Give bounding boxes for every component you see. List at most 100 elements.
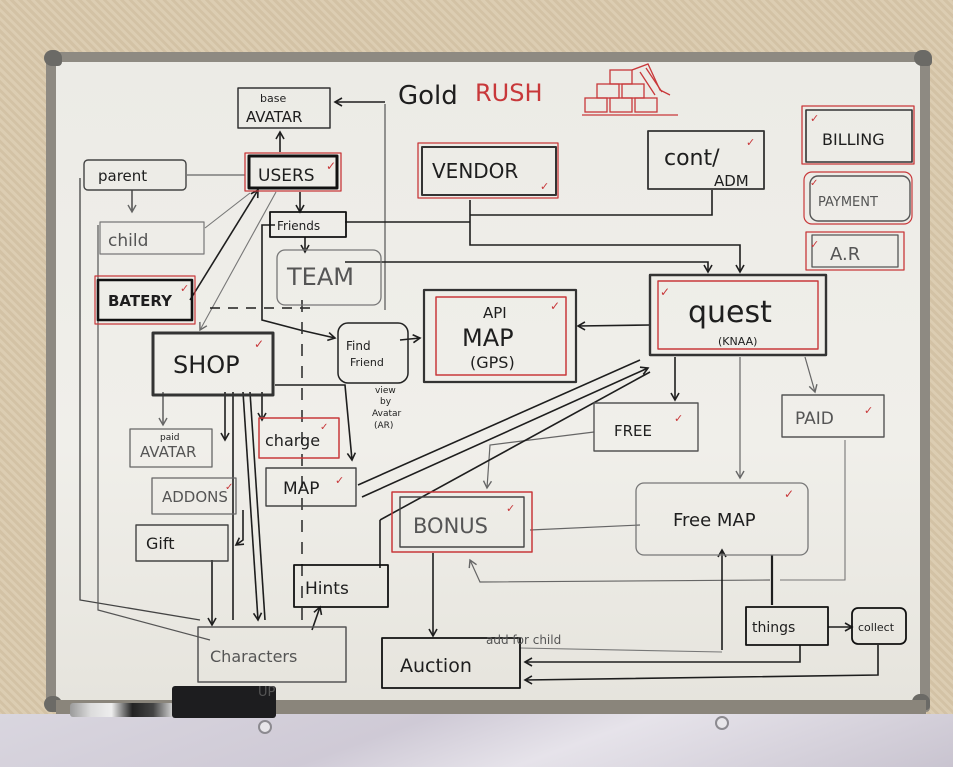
grommet xyxy=(258,720,272,734)
bonus-check: ✓ xyxy=(506,502,515,515)
users-label: USERS xyxy=(258,166,315,186)
box-base-avatar xyxy=(237,87,331,129)
free-check: ✓ xyxy=(674,412,683,425)
cloth-banner xyxy=(0,714,953,767)
frame-corner-cap xyxy=(914,50,932,66)
connectors xyxy=(79,97,879,685)
quest-line1: quest xyxy=(688,295,772,330)
arrow-characters-hints xyxy=(311,605,323,631)
box-find-friends xyxy=(337,322,409,384)
map-quest-rail-1 xyxy=(357,359,641,486)
base-avatar-line1: base xyxy=(260,92,286,105)
battery-check: ✓ xyxy=(180,282,189,295)
team-label: TEAM xyxy=(286,263,354,291)
labels: Gold RUSH base AVATAR USERS ✓ parent chi… xyxy=(98,79,895,700)
payment-check: ✓ xyxy=(810,178,818,189)
map-quest-rail-3 xyxy=(379,371,651,521)
line-paid-down xyxy=(780,440,846,581)
shop-rail-3 xyxy=(249,391,266,621)
line-add-for-child xyxy=(519,647,723,653)
arrow-find-apimap xyxy=(399,333,422,344)
billing-check: ✓ xyxy=(810,112,819,125)
view-note-line2: by xyxy=(380,397,392,407)
addons-label: ADDONS xyxy=(162,488,228,506)
friends-label: Friends xyxy=(277,219,320,233)
arrow-to-bonus xyxy=(468,558,771,583)
box-quest xyxy=(648,273,828,357)
api-map-line1: API xyxy=(483,304,507,322)
characters-label: Characters xyxy=(210,647,297,666)
box-hints xyxy=(293,564,389,608)
billing-label: BILLING xyxy=(822,130,885,149)
arrow-collect-auction xyxy=(523,645,879,685)
child-label: child xyxy=(108,231,148,251)
find-friends-line1: Find xyxy=(346,339,371,353)
ar-check: ✓ xyxy=(810,238,819,251)
box-users xyxy=(247,154,339,190)
box-payment-red xyxy=(803,171,913,225)
collect-label: collect xyxy=(858,621,895,634)
grommet xyxy=(715,716,729,730)
board-eraser[interactable] xyxy=(172,686,276,718)
free-map-check: ✓ xyxy=(784,487,794,501)
base-avatar-line2: AVATAR xyxy=(246,108,302,126)
users-check: ✓ xyxy=(326,159,336,173)
box-vendor xyxy=(421,146,557,196)
view-note-line1: view xyxy=(375,386,396,396)
box-characters xyxy=(197,626,347,683)
box-free xyxy=(593,402,699,452)
arrow-things-auction xyxy=(523,645,801,667)
view-note-line4: (AR) xyxy=(374,421,393,431)
box-quest-red xyxy=(657,280,819,350)
title-gold: Gold xyxy=(398,81,458,111)
paid-check: ✓ xyxy=(864,404,873,417)
things-label: things xyxy=(752,620,795,636)
map-check: ✓ xyxy=(335,474,344,487)
arrow-quest-paid xyxy=(804,356,818,394)
map-label: MAP xyxy=(283,479,320,499)
box-api-map xyxy=(422,288,578,384)
arrow-friends-find xyxy=(261,224,337,342)
line-child-users xyxy=(204,192,251,229)
arrow-shop-characters xyxy=(242,391,263,622)
box-paid-avatar xyxy=(129,428,213,468)
cont-adm-line2: ADM xyxy=(714,172,749,190)
auction-label: Auction xyxy=(400,655,472,677)
hints-label: Hints xyxy=(305,579,349,599)
marker-pen[interactable] xyxy=(70,703,174,717)
box-api-map-red xyxy=(435,296,567,376)
parent-label: parent xyxy=(98,167,147,185)
box-shop xyxy=(151,331,275,397)
paid-label: PAID xyxy=(795,409,834,429)
up-note: UP xyxy=(258,685,276,700)
box-ar xyxy=(811,234,899,268)
box-battery-red xyxy=(94,275,196,325)
box-payment xyxy=(809,175,911,222)
api-map-line3: (GPS) xyxy=(470,353,515,372)
arrow-quest-apimap xyxy=(576,321,651,331)
paid-avatar-line1: paid xyxy=(160,433,179,443)
arrow-users-shop xyxy=(199,191,277,332)
box-cont-adm xyxy=(647,130,765,190)
box-map xyxy=(265,467,357,507)
box-battery xyxy=(96,278,194,322)
box-charge xyxy=(258,417,340,459)
arrow-addons-gift xyxy=(234,510,245,546)
find-friends-line2: Friend xyxy=(350,356,384,369)
line-cont-adm xyxy=(470,190,713,216)
ar-label: A.R xyxy=(830,244,860,265)
addons-check: ✓ xyxy=(225,482,233,493)
title-rush: RUSH xyxy=(475,79,543,107)
paid-avatar-line2: AVATAR xyxy=(140,443,196,461)
free-label: FREE xyxy=(614,422,652,440)
quest-line2: (KNAA) xyxy=(718,335,757,348)
box-billing xyxy=(805,109,913,163)
box-bonus-red xyxy=(391,491,533,553)
map-quest-rail-2 xyxy=(361,366,650,498)
charge-check: ✓ xyxy=(320,422,328,433)
cont-adm-check: ✓ xyxy=(746,136,755,149)
box-vendor-red xyxy=(417,142,559,199)
api-map-line2: MAP xyxy=(462,324,514,352)
shop-check: ✓ xyxy=(254,337,264,351)
line-freemap-bonus xyxy=(529,524,641,531)
